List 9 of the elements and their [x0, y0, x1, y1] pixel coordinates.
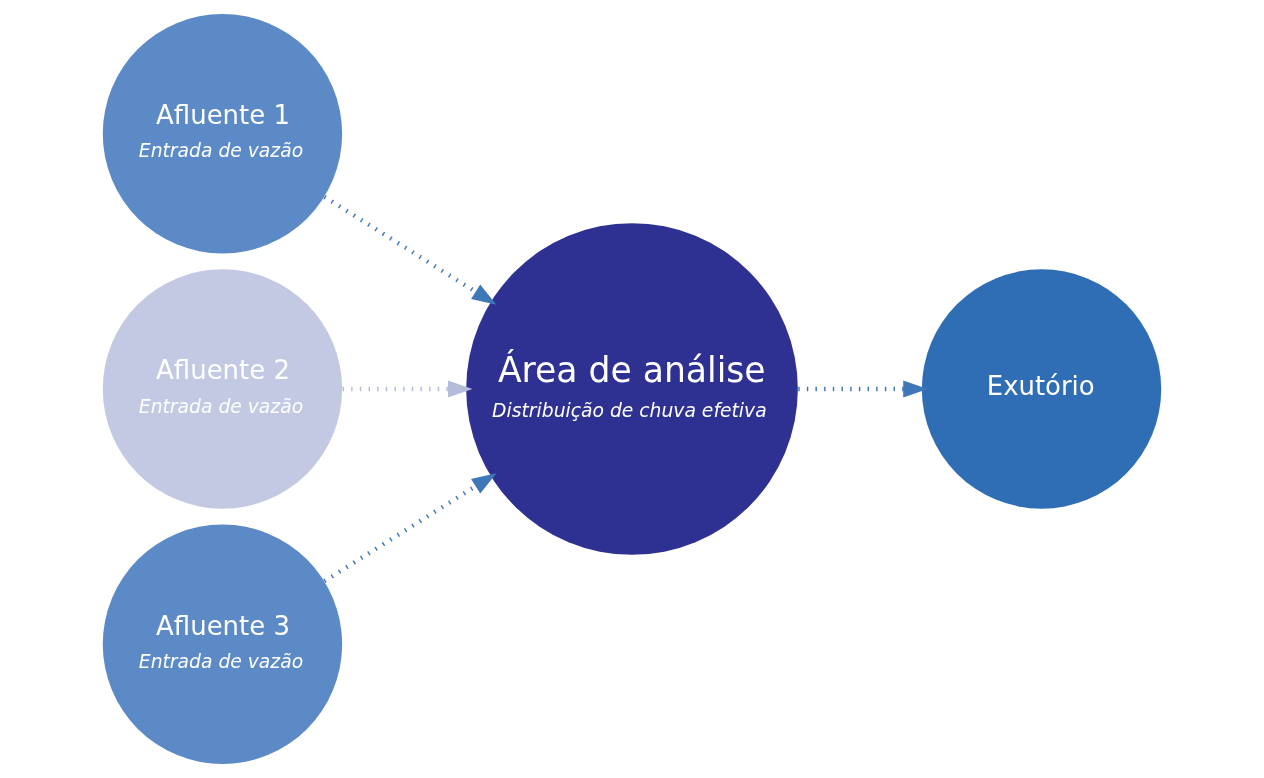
- arrow: [342, 380, 473, 398]
- arrow: [798, 380, 928, 398]
- node-circle: Área de análise Distribuição de chuva efetiva: [466, 223, 798, 555]
- node-circle: Afluente 1 Entrada de vazão: [102, 14, 343, 254]
- arrow: [323, 195, 497, 305]
- node-circle: Afluente 3 Entrada de vazão: [102, 524, 343, 764]
- arrow: [323, 473, 497, 583]
- node-circle: Exutório: [921, 269, 1162, 509]
- node-circle: Afluente 2 Entrada de vazão: [102, 269, 343, 509]
